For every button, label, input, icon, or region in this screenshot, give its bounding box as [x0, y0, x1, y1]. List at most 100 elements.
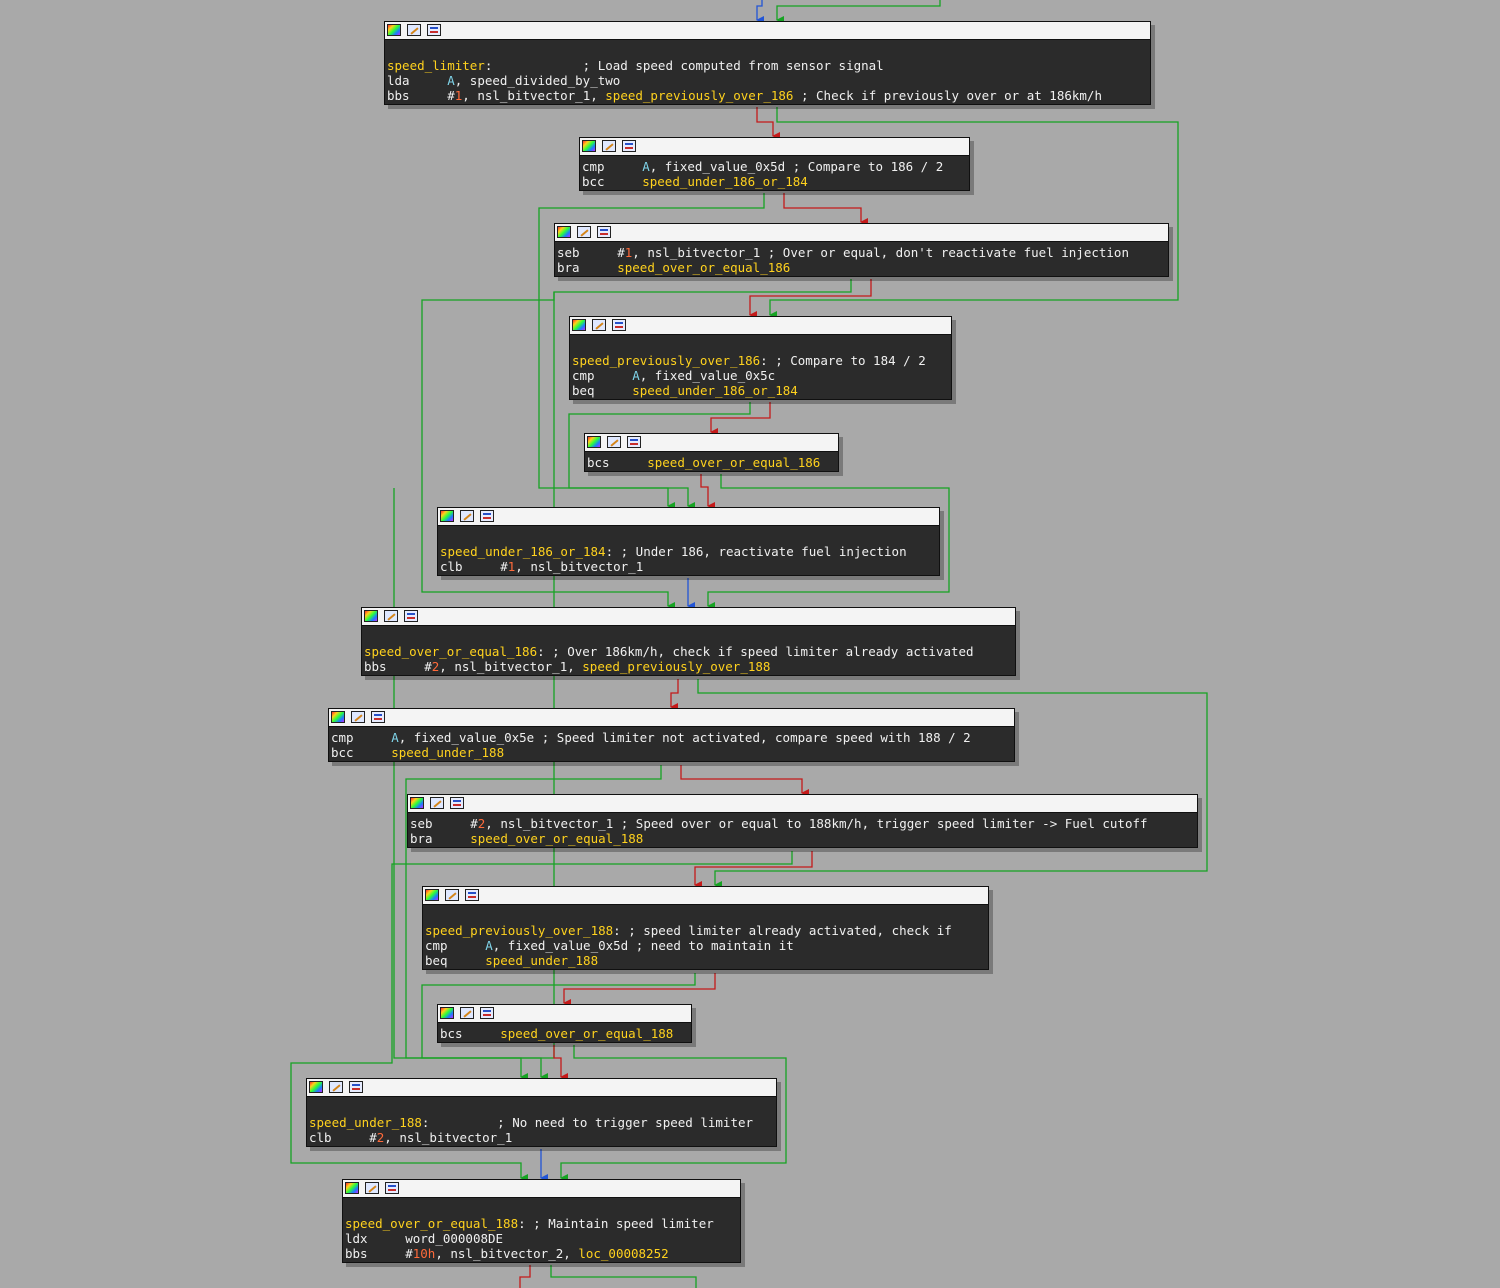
code-label[interactable]: speed_previously_over_188 — [582, 659, 771, 674]
code-label[interactable]: speed_limiter — [387, 58, 485, 73]
code-token: : ; speed limiter already activated, che… — [613, 923, 952, 938]
node-xrefs-icon[interactable] — [404, 610, 418, 622]
node-xrefs-icon[interactable] — [349, 1081, 363, 1093]
code-token: clb — [440, 559, 501, 574]
code-label[interactable]: speed_over_or_equal_188 — [500, 1026, 674, 1041]
edge-6-9 — [697, 679, 1208, 889]
edit-node-icon[interactable] — [460, 1007, 474, 1019]
code-label[interactable]: speed_under_188 — [391, 745, 505, 760]
edit-node-icon[interactable] — [445, 889, 459, 901]
graph-color-icon[interactable] — [440, 1007, 454, 1019]
code-token: # — [405, 1246, 413, 1261]
edge-0-3 — [769, 107, 1179, 319]
code-token: , nsl_bitvector_1, — [439, 659, 583, 674]
node-xrefs-icon[interactable] — [622, 140, 636, 152]
edge-9-11 — [421, 973, 696, 1081]
block-cmp-188[interactable]: cmp A, fixed_value_0x5e ; Speed limiter … — [328, 708, 1015, 762]
code-token: clb — [309, 1130, 370, 1145]
edit-node-icon[interactable] — [365, 1182, 379, 1194]
block-seb-1[interactable]: seb #1, nsl_bitvector_1 ; Over or equal,… — [554, 223, 1169, 277]
node-xrefs-icon[interactable] — [627, 436, 641, 448]
edit-node-icon[interactable] — [329, 1081, 343, 1093]
block-speed-previously-over-188[interactable]: speed_previously_over_188: ; speed limit… — [422, 886, 989, 970]
graph-color-icon[interactable] — [410, 797, 424, 809]
block-speed-under-186-or-184[interactable]: speed_under_186_or_184: ; Under 186, rea… — [437, 507, 940, 576]
code-label[interactable]: speed_under_186_or_184 — [440, 544, 606, 559]
block-cmp-186[interactable]: cmp A, fixed_value_0x5d ; Compare to 186… — [579, 137, 970, 191]
graph-color-icon[interactable] — [582, 140, 596, 152]
code-label[interactable]: speed_previously_over_186 — [572, 353, 761, 368]
node-xrefs-icon[interactable] — [465, 889, 479, 901]
graph-color-icon[interactable] — [331, 711, 345, 723]
block-bcs-188[interactable]: bcs speed_over_or_equal_188 — [437, 1004, 692, 1043]
node-xrefs-icon[interactable] — [427, 24, 441, 36]
code-label[interactable]: speed_over_or_equal_186 — [617, 260, 791, 275]
node-xrefs-icon[interactable] — [371, 711, 385, 723]
edit-node-icon[interactable] — [607, 436, 621, 448]
code-token: beq — [572, 383, 633, 398]
edit-node-icon[interactable] — [407, 24, 421, 36]
code-token: bbs — [387, 88, 448, 103]
graph-color-icon[interactable] — [345, 1182, 359, 1194]
code-label[interactable]: speed_under_186_or_184 — [642, 174, 808, 189]
edit-node-icon[interactable] — [430, 797, 444, 809]
code-label[interactable]: speed_over_or_equal_188 — [345, 1216, 519, 1231]
code-token: bra — [410, 831, 471, 846]
code-label[interactable]: speed_previously_over_188 — [425, 923, 614, 938]
graph-color-icon[interactable] — [364, 610, 378, 622]
code-line: beq speed_under_186_or_184 — [572, 383, 949, 398]
edge-out-green — [550, 1265, 697, 1288]
edit-node-icon[interactable] — [592, 319, 606, 331]
code-line: speed_previously_over_188: ; speed limit… — [425, 923, 986, 938]
code-token: ldx — [345, 1231, 406, 1246]
node-code: bcs speed_over_or_equal_186 — [585, 452, 838, 471]
edit-node-icon[interactable] — [351, 711, 365, 723]
code-label[interactable]: speed_over_or_equal_186 — [647, 455, 821, 470]
code-label[interactable]: speed_previously_over_186 — [605, 88, 794, 103]
code-token: : ; Load speed computed from sensor sign… — [484, 58, 884, 73]
edge-1-5 — [538, 193, 765, 510]
code-label[interactable]: speed_over_or_equal_186 — [364, 644, 538, 659]
block-speed-over-or-equal-188[interactable]: speed_over_or_equal_188: ; Maintain spee… — [342, 1179, 741, 1263]
graph-color-icon[interactable] — [440, 510, 454, 522]
code-label[interactable]: speed_over_or_equal_188 — [470, 831, 644, 846]
code-token: , fixed_value_0x5d ; Compare to 186 / 2 — [649, 159, 944, 174]
node-xrefs-icon[interactable] — [480, 510, 494, 522]
graph-color-icon[interactable] — [309, 1081, 323, 1093]
block-speed-over-or-equal-186[interactable]: speed_over_or_equal_186: ; Over 186km/h,… — [361, 607, 1016, 676]
graph-color-icon[interactable] — [557, 226, 571, 238]
node-code: speed_previously_over_186: ; Compare to … — [570, 335, 951, 399]
node-xrefs-icon[interactable] — [480, 1007, 494, 1019]
node-xrefs-icon[interactable] — [450, 797, 464, 809]
code-label[interactable]: loc_00008252 — [578, 1246, 669, 1261]
edge-in-blue — [756, 0, 764, 24]
graph-color-icon[interactable] — [587, 436, 601, 448]
edit-node-icon[interactable] — [384, 610, 398, 622]
edge-7-8 — [680, 765, 809, 797]
edit-node-icon[interactable] — [460, 510, 474, 522]
block-speed-under-188[interactable]: speed_under_188: ; No need to trigger sp… — [306, 1078, 777, 1147]
node-code: seb #1, nsl_bitvector_1 ; Over or equal,… — [555, 242, 1168, 276]
graph-color-icon[interactable] — [387, 24, 401, 36]
code-token: bcc — [331, 745, 392, 760]
code-label[interactable]: speed_under_186_or_184 — [632, 383, 798, 398]
node-xrefs-icon[interactable] — [385, 1182, 399, 1194]
edit-node-icon[interactable] — [602, 140, 616, 152]
block-speed-previously-over-186[interactable]: speed_previously_over_186: ; Compare to … — [569, 316, 952, 400]
graph-color-icon[interactable] — [572, 319, 586, 331]
node-xrefs-icon[interactable] — [612, 319, 626, 331]
code-label[interactable]: speed_under_188 — [485, 953, 599, 968]
edit-node-icon[interactable] — [577, 226, 591, 238]
code-line: bra speed_over_or_equal_186 — [557, 260, 1166, 275]
block-speed-limiter[interactable]: speed_limiter: ; Load speed computed fro… — [384, 21, 1151, 105]
node-xrefs-icon[interactable] — [597, 226, 611, 238]
code-token: # — [500, 559, 508, 574]
edge-0-1 — [756, 107, 780, 140]
code-line: bbs #10h, nsl_bitvector_2, loc_00008252 — [345, 1246, 738, 1261]
graph-color-icon[interactable] — [425, 889, 439, 901]
code-label[interactable]: speed_under_188 — [309, 1115, 422, 1130]
block-seb-2[interactable]: seb #2, nsl_bitvector_1 ; Speed over or … — [407, 794, 1198, 848]
block-bcs-186[interactable]: bcs speed_over_or_equal_186 — [584, 433, 839, 472]
code-token: bbs — [345, 1246, 406, 1261]
